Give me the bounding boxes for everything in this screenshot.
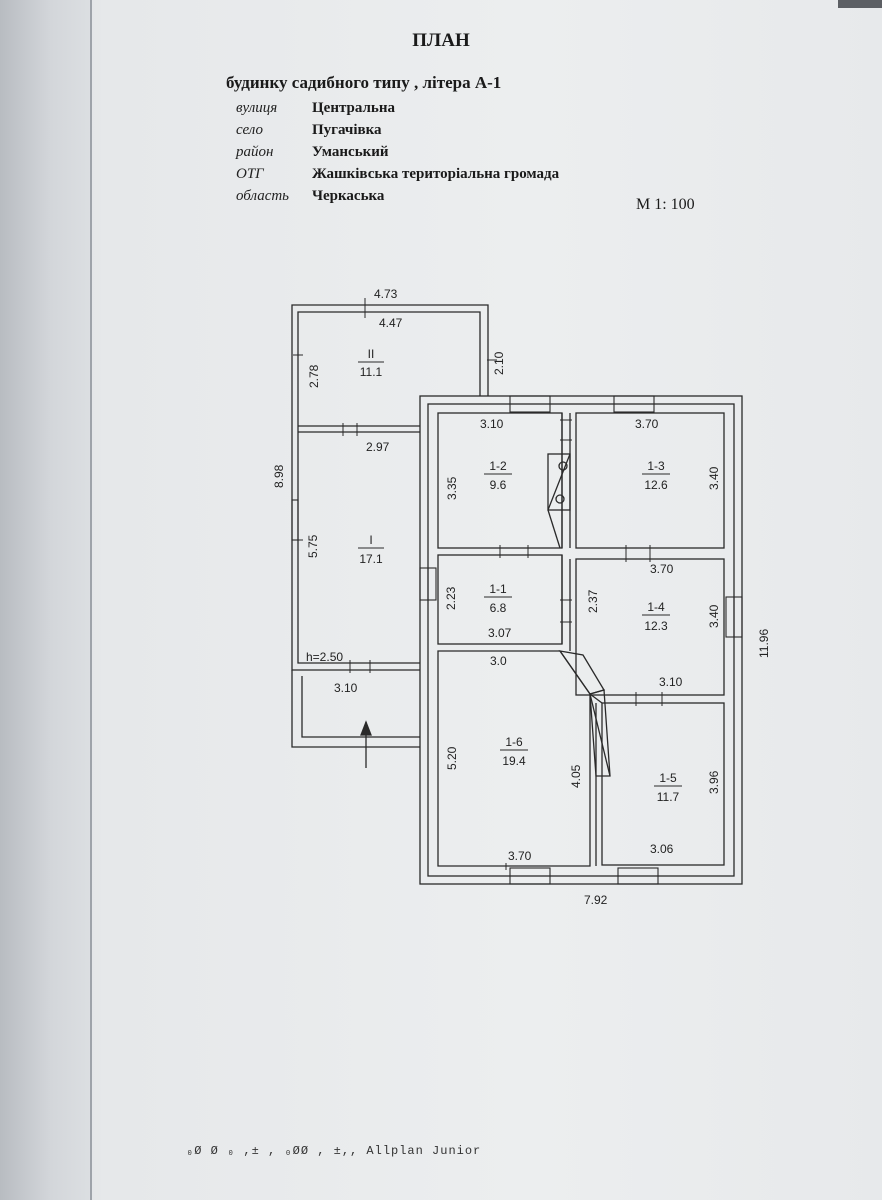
- room-number: 1-1: [489, 582, 507, 596]
- dimension: 3.35: [445, 476, 459, 500]
- dimension-labels: 4.73 4.47 2.78 2.10 8.98 2.97 5.75 h=2.5…: [272, 287, 771, 907]
- address-label-village: село: [236, 122, 263, 138]
- dimension: 2.78: [307, 364, 321, 388]
- address-value-village: Пугачівка: [312, 122, 382, 138]
- dimension: 2.37: [586, 589, 600, 613]
- ceiling-height: h=2.50: [306, 650, 343, 664]
- dimension: 3.10: [334, 681, 358, 695]
- room-number: I: [369, 533, 372, 547]
- dimension: 3.70: [508, 849, 532, 863]
- dimension: 3.70: [650, 562, 674, 576]
- room-area: 9.6: [490, 478, 507, 492]
- stove: [547, 453, 571, 549]
- room-area: 11.7: [657, 790, 680, 804]
- dimension: 3.10: [480, 417, 504, 431]
- address-value-street: Центральна: [312, 100, 395, 116]
- address-label-street: вулиця: [236, 100, 278, 116]
- door-ticks: [293, 298, 663, 870]
- room-area: 17.1: [359, 552, 383, 566]
- room-number: 1-6: [505, 735, 523, 749]
- main-house-walls: [419, 395, 743, 885]
- dimension: 4.47: [379, 316, 403, 330]
- room-label-rules: [358, 361, 682, 787]
- room-area: 12.6: [644, 478, 668, 492]
- software-footer: ₀Ø Ø ₀ ,± , ₀ØØ , ±,, Allplan Junior: [186, 1144, 482, 1158]
- address-label-community: ОТГ: [236, 166, 264, 182]
- room-area: 19.4: [502, 754, 526, 768]
- address-label-region: область: [236, 188, 290, 204]
- dimension: 2.23: [444, 586, 458, 610]
- dimension: 8.98: [272, 464, 286, 488]
- dimension: 3.96: [707, 770, 721, 794]
- address-value-region: Черкаська: [312, 188, 385, 204]
- dimension: 11.96: [757, 629, 771, 658]
- entrance-arrow-icon: [360, 720, 372, 768]
- dimension: 4.05: [569, 764, 583, 788]
- stair: [558, 650, 611, 777]
- room-outlines: [437, 412, 725, 867]
- dimension: 3.0: [490, 654, 507, 668]
- room-area: 6.8: [490, 601, 507, 615]
- plan-title: ПЛАН: [412, 30, 470, 51]
- dimension: 5.20: [445, 746, 459, 770]
- room-number: 1-2: [489, 459, 507, 473]
- dimension: 5.75: [306, 534, 320, 558]
- binding-spine: [0, 0, 92, 1200]
- dimension: 3.10: [659, 675, 683, 689]
- room-labels: II 11.1 I 17.1 1-2 9.6 1-3 12.6 1-1 6.8 …: [359, 347, 679, 804]
- room-number: 1-3: [647, 459, 665, 473]
- room-area: 12.3: [644, 619, 668, 633]
- room-area: 11.1: [360, 365, 383, 379]
- dimension: 3.40: [707, 604, 721, 628]
- dimension: 3.70: [635, 417, 659, 431]
- address-value-district: Уманський: [312, 144, 389, 160]
- address-value-community: Жашківська територіальна громада: [312, 166, 560, 182]
- dimension: 3.06: [650, 842, 674, 856]
- dimension: 7.92: [584, 893, 608, 907]
- dimension: 2.97: [366, 440, 390, 454]
- porch-walls: [291, 670, 420, 748]
- dimension: 3.07: [488, 626, 512, 640]
- dimension: 4.73: [374, 287, 398, 301]
- binding-edge: [90, 0, 92, 1200]
- room-number: 1-5: [659, 771, 677, 785]
- dimension: 2.10: [492, 351, 506, 375]
- scale-label: М 1: 100: [636, 196, 695, 213]
- room-number: II: [368, 347, 375, 361]
- room-number: 1-4: [647, 600, 665, 614]
- windows: [291, 395, 743, 885]
- left-wing-walls: [291, 304, 489, 671]
- plan-subtitle: будинку садибного типу , літера А-1: [226, 73, 502, 92]
- background-corner: [838, 0, 882, 8]
- dimension: 3.40: [707, 466, 721, 490]
- address-label-district: район: [236, 144, 274, 160]
